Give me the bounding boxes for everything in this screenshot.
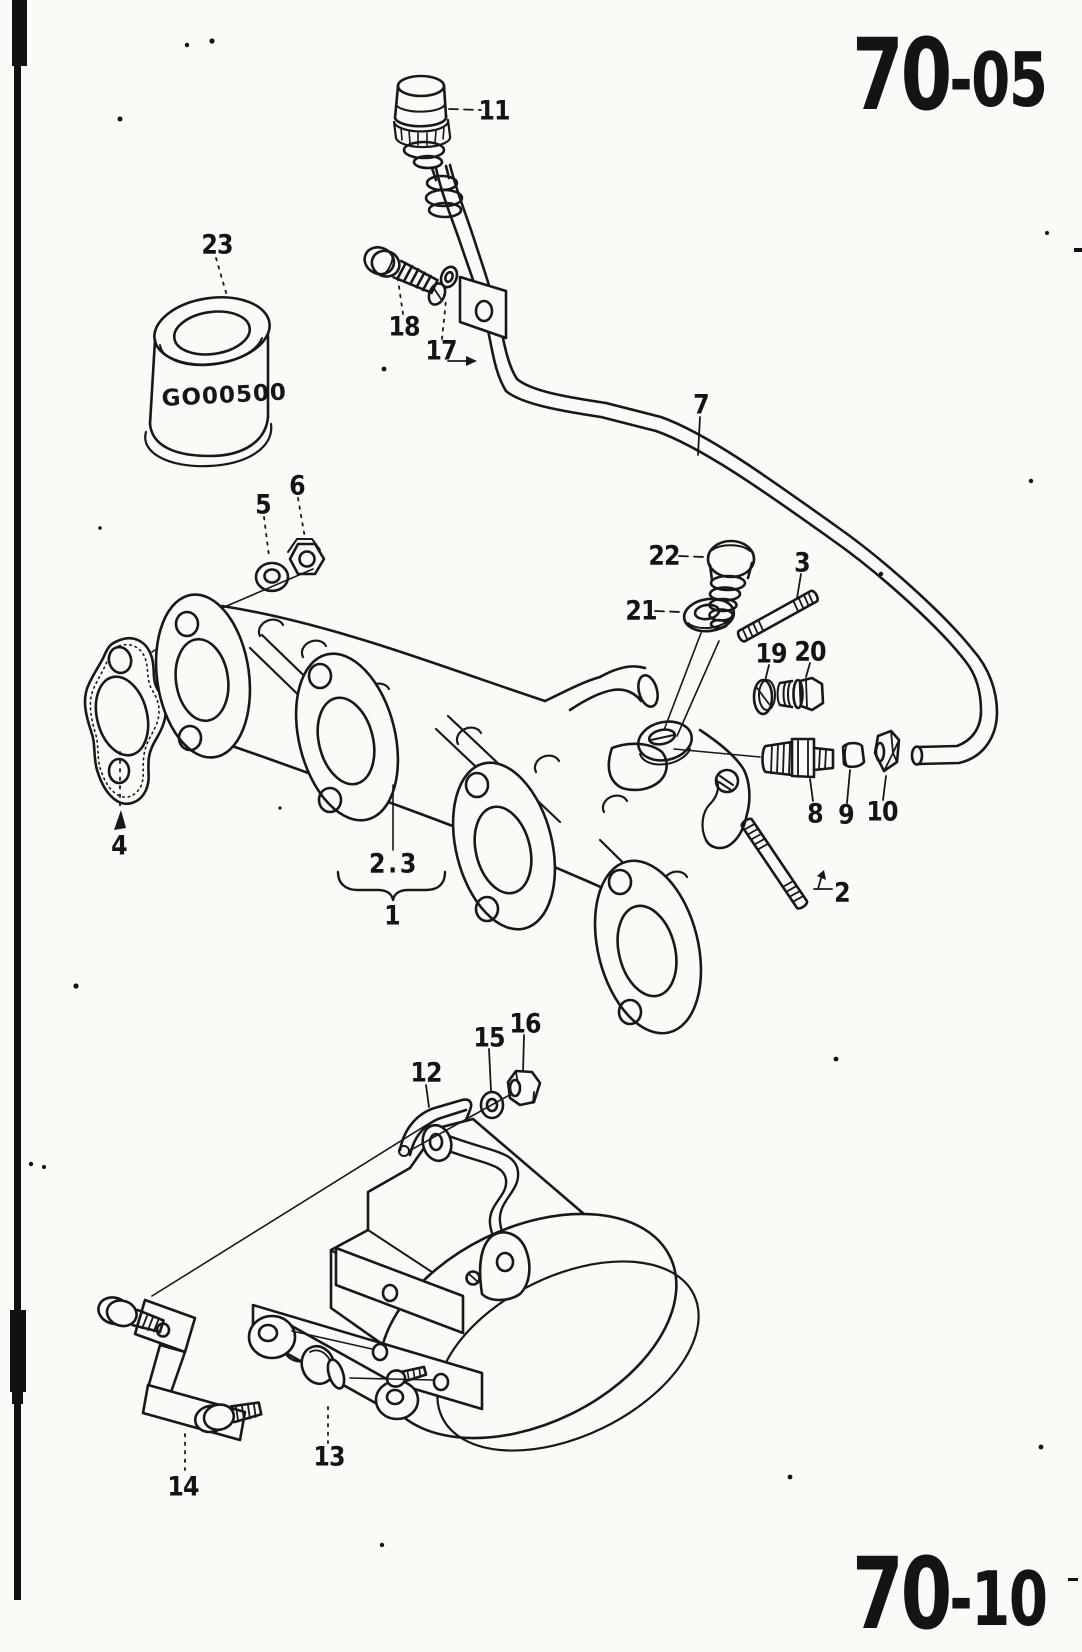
callout-13: 13 [313, 1441, 345, 1473]
part-plug-22 [706, 539, 756, 630]
part-bracket-14 [97, 1296, 263, 1442]
manifold-flanges [154, 593, 703, 1035]
part-gasket-4 [83, 636, 168, 805]
callout-4: 4 [111, 830, 128, 862]
callout-19: 19 [755, 638, 787, 670]
parts-catalog-page: GO00500 [10, 0, 1082, 1644]
part-washer-15 [479, 1090, 505, 1120]
exploded-parts-diagram: GO00500 [10, 0, 1082, 1600]
callout-3: 3 [794, 547, 811, 579]
callout-8: 8 [807, 798, 824, 830]
page-number-bottom-major: 70 [852, 1537, 952, 1652]
part-nut-16 [506, 1069, 542, 1107]
part-pipe-7 [434, 163, 999, 766]
part-union-8 [761, 737, 835, 779]
leader-arrow-2 [813, 870, 833, 890]
group-brace-1 [336, 784, 447, 902]
callout-17: 17 [425, 335, 457, 367]
part-vent-valve-11 [392, 74, 464, 219]
pipe-leader-arrow [447, 356, 477, 366]
callout-20: 20 [794, 636, 826, 668]
part-stud-3 [736, 589, 819, 643]
callout-2-3: 2.3 [368, 848, 420, 880]
callout-2: 2 [834, 877, 851, 909]
leader-line-21-22 [663, 632, 720, 737]
heat-shield-tabs [251, 1246, 484, 1411]
part-bolt-18 [363, 246, 439, 295]
part-union-nut-10 [873, 729, 901, 773]
part-stud-2 [740, 817, 809, 910]
callout-5: 5 [255, 489, 272, 521]
callout-11: 11 [478, 95, 510, 127]
callout-15: 15 [473, 1022, 505, 1054]
callout-18: 18 [388, 311, 420, 343]
page-number-bottom: 70 -10 [852, 1537, 1048, 1652]
part-washer-19 [752, 678, 776, 716]
callout-21: 21 [625, 595, 657, 627]
callout-12: 12 [410, 1057, 442, 1089]
callout-22: 22 [648, 540, 680, 572]
part-sleeve-23: GO00500 [144, 296, 288, 468]
scan-edge-artifacts [10, 0, 1082, 1600]
callout-14: 14 [167, 1471, 199, 1503]
part-nut-6 [287, 538, 326, 576]
part-washer-5 [254, 561, 290, 593]
part-washers-17 [427, 265, 459, 306]
shield-top-tab [465, 1231, 531, 1302]
callout-1: 1 [384, 900, 401, 932]
part-fitting-20 [776, 676, 825, 712]
callout-leaders [114, 108, 887, 1471]
page-number-top: 70 -05 [852, 18, 1048, 133]
part-olive-9 [841, 741, 866, 769]
callout-6: 6 [289, 470, 306, 502]
callout-7: 7 [693, 389, 710, 421]
callout-10: 10 [866, 796, 898, 828]
part-seal-washer-21 [682, 597, 736, 633]
pipe-bracket [458, 275, 508, 340]
leader-line-8 [673, 748, 761, 758]
page-number-minor: -05 [949, 36, 1048, 124]
callout-23: 23 [201, 229, 233, 261]
assembly-lines-bottom [151, 1123, 434, 1381]
part-bracket-13 [247, 1314, 428, 1421]
callout-9: 9 [838, 799, 855, 831]
part-bracket-12 [398, 1098, 473, 1163]
page-number-major: 70 [852, 18, 952, 133]
callout-16: 16 [509, 1008, 541, 1040]
